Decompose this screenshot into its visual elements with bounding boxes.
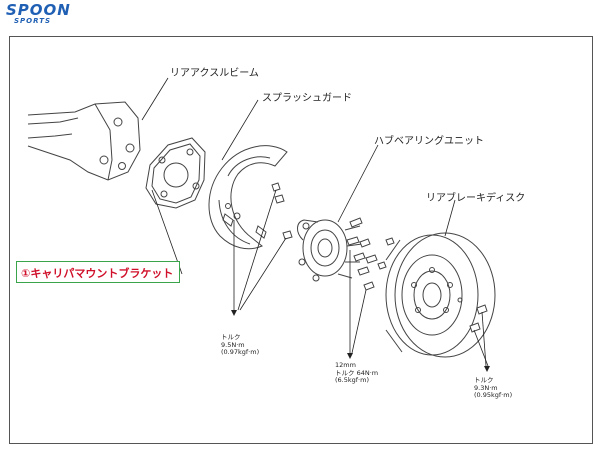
splash-guard-bolts <box>271 182 293 240</box>
torque-spec-line: 9.5N·m <box>221 340 245 349</box>
disc-screws <box>469 304 488 333</box>
logo-subtitle: SPORTS <box>14 17 52 25</box>
torque-spec-disc: トルク 9.3N·m (0.95kgf·m) <box>474 376 513 400</box>
label-rear-axle-beam: リアアクスルビーム <box>170 68 259 79</box>
caliper-mount-bracket-callout: ①キャリパマウントブラケット <box>16 261 180 283</box>
torque-spec-line: (6.5kgf·m) <box>335 376 369 384</box>
hub-bolts <box>346 217 395 291</box>
label-hub-bearing-unit: ハブベアリングユニット <box>374 136 484 147</box>
diagram-frame <box>9 36 593 444</box>
torque-spec-line: トルク 64N·m <box>335 368 379 377</box>
torque-spec-hub: 12mm トルク 64N·m (6.5kgf·m) <box>335 361 379 385</box>
caliper-bracket-drawing <box>145 137 206 209</box>
torque-spec-line: 12mm <box>335 361 356 369</box>
spoon-sports-logo: SPOON SPORTS <box>6 3 76 27</box>
torque-spec-line: (0.97kgf·m) <box>221 348 260 356</box>
torque-spec-line: トルク <box>221 333 241 341</box>
label-rear-brake-disc: リアブレーキディスク <box>426 193 526 204</box>
logo-wordmark: SPOON <box>6 1 71 19</box>
torque-spec-line: 9.3N·m <box>474 383 498 392</box>
torque-spec-line: トルク <box>474 376 494 384</box>
leader-lines <box>141 77 489 367</box>
label-caliper-mount-bracket: ①キャリパマウントブラケット <box>21 267 174 280</box>
rear-axle-beam-drawing <box>27 101 141 181</box>
torque-spec-line: (0.95kgf·m) <box>474 391 513 399</box>
splash-guard-drawing <box>208 145 288 250</box>
rear-brake-disc-drawing <box>385 232 496 358</box>
torque-spec-splash-guard: トルク 9.5N·m (0.97kgf·m) <box>221 333 260 357</box>
hub-bearing-unit-drawing <box>297 219 363 282</box>
label-splash-guard: スプラッシュガード <box>262 93 352 104</box>
arrow-heads <box>231 310 490 372</box>
